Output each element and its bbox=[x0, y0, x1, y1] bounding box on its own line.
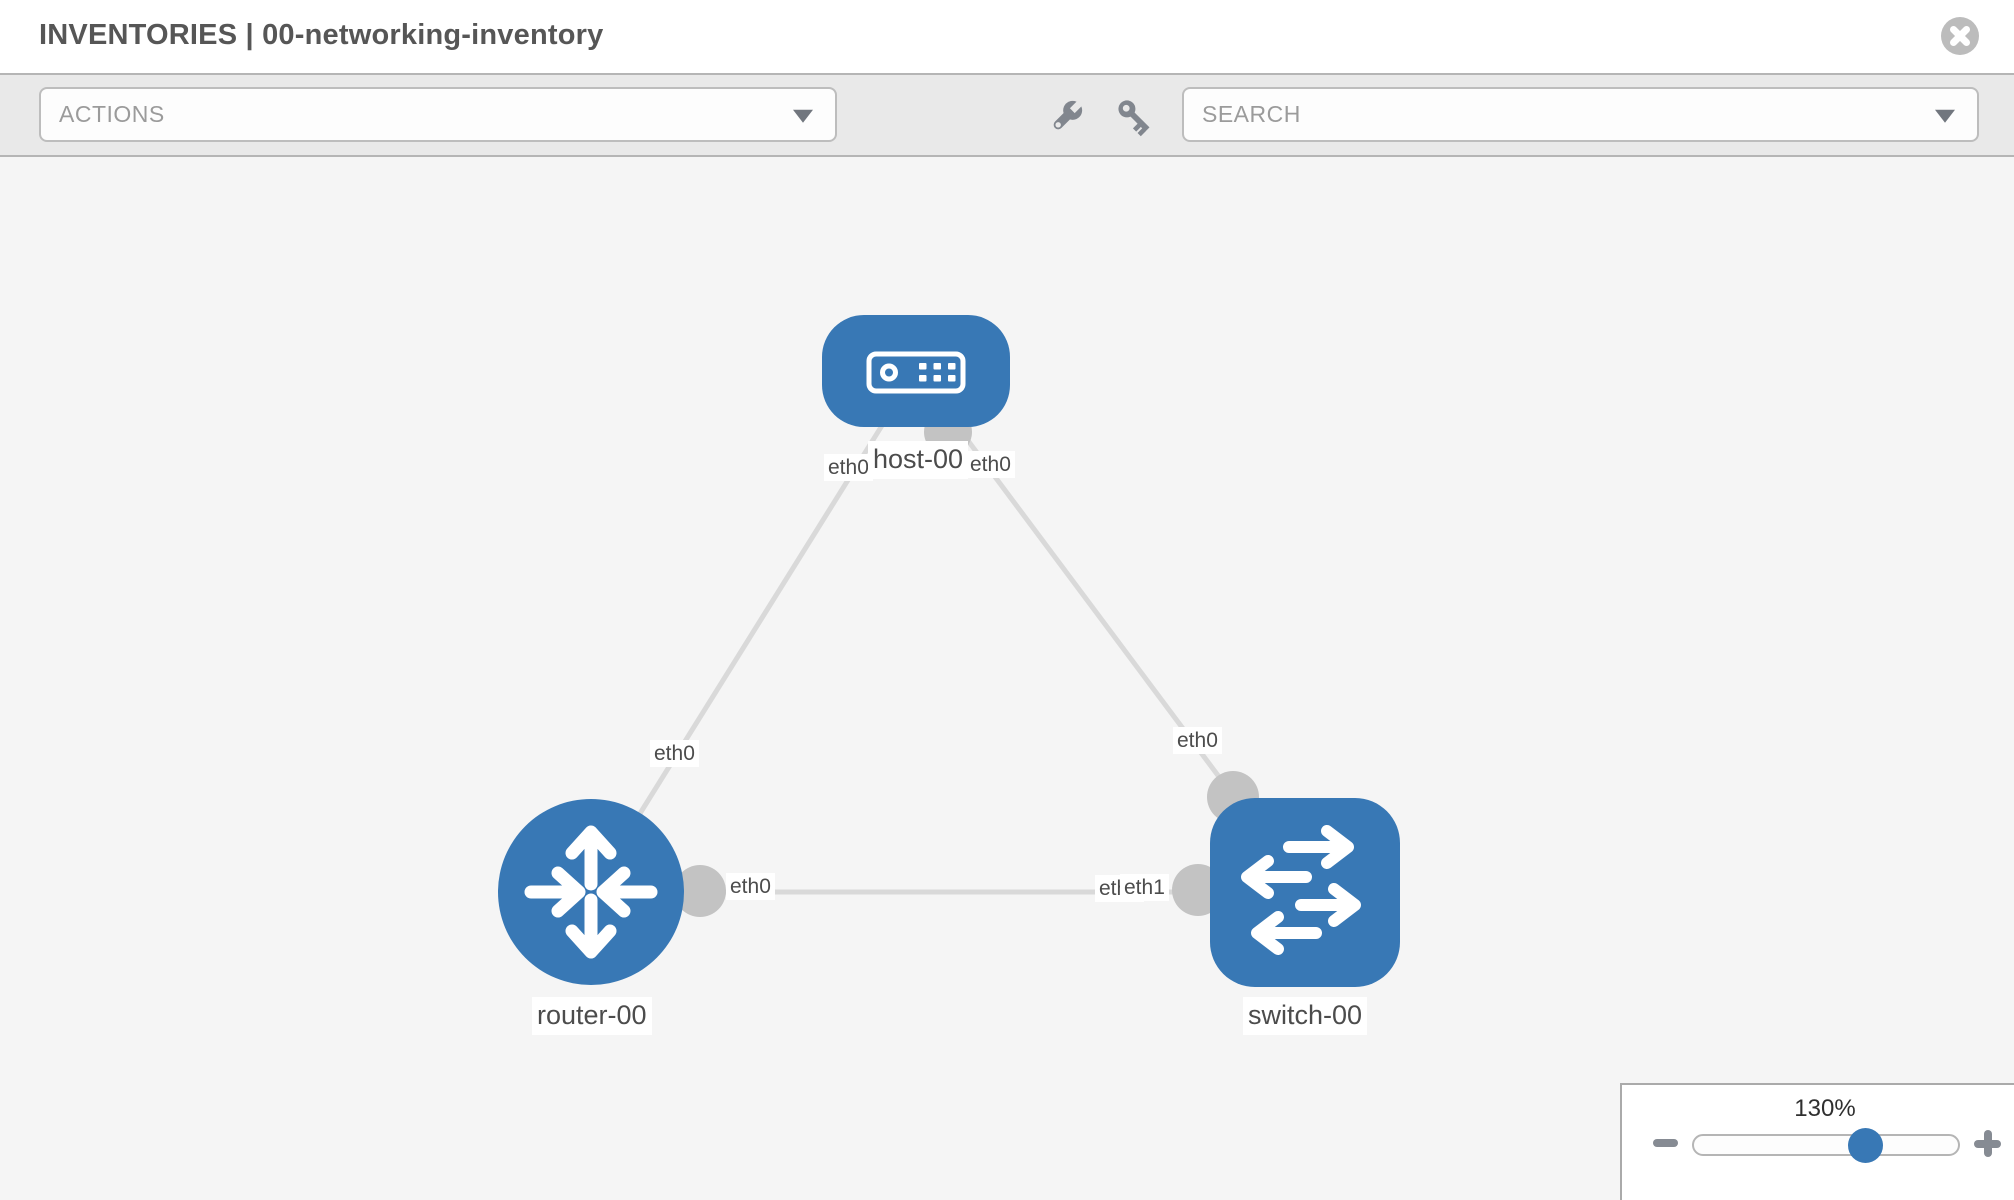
close-icon bbox=[1950, 26, 1970, 46]
iface-label: eth0 bbox=[726, 873, 775, 901]
search-dropdown-label: SEARCH bbox=[1202, 101, 1301, 127]
topology-graph bbox=[498, 315, 1400, 987]
iface-label: eth1 bbox=[1120, 874, 1169, 902]
node-label-host: host-00 bbox=[868, 441, 969, 479]
node-switch-00[interactable] bbox=[1210, 798, 1400, 987]
zoom-level: 130% bbox=[1794, 1095, 1856, 1122]
zoom-in-button[interactable] bbox=[1974, 1130, 2001, 1157]
interface-points bbox=[674, 408, 1259, 917]
iface-label: eth0 bbox=[650, 740, 699, 768]
topology-canvas[interactable]: eth0 eth0 eth0 eth0 eth1 eth0 host-00 et… bbox=[0, 157, 2014, 1200]
search-dropdown[interactable]: SEARCH bbox=[1182, 87, 1979, 142]
iface-label: eth0 bbox=[1173, 727, 1222, 755]
node-label-switch: switch-00 bbox=[1243, 997, 1368, 1035]
switch-icon bbox=[1241, 825, 1361, 955]
page-title: INVENTORIES | 00-networking-inventory bbox=[39, 19, 604, 51]
host-icon bbox=[866, 351, 966, 394]
configure-button[interactable] bbox=[1045, 94, 1089, 138]
interface-point-router[interactable] bbox=[674, 865, 726, 917]
wrench-icon bbox=[1053, 98, 1085, 130]
toolbar: ACTIONS bbox=[0, 73, 2014, 157]
zoom-slider-track[interactable] bbox=[1692, 1134, 1960, 1156]
close-button[interactable] bbox=[1941, 17, 1979, 55]
node-label-router: router-00 bbox=[532, 997, 652, 1035]
zoom-panel: 130% bbox=[1620, 1083, 2014, 1200]
actions-dropdown[interactable]: ACTIONS bbox=[39, 87, 837, 142]
zoom-out-button[interactable] bbox=[1653, 1139, 1678, 1147]
iface-label: eth0 bbox=[824, 454, 873, 482]
zoom-slider-handle[interactable] bbox=[1848, 1128, 1883, 1163]
key-icon bbox=[1118, 100, 1150, 137]
iface-label: eth0 bbox=[966, 451, 1015, 479]
actions-dropdown-label: ACTIONS bbox=[59, 101, 165, 127]
node-router-00[interactable] bbox=[498, 799, 684, 985]
node-host-00[interactable] bbox=[822, 315, 1010, 427]
chevron-down-icon bbox=[1935, 109, 1955, 123]
router-icon bbox=[524, 825, 658, 959]
header: INVENTORIES | 00-networking-inventory bbox=[0, 0, 2014, 73]
chevron-down-icon bbox=[793, 109, 813, 123]
plus-icon bbox=[1984, 1130, 1992, 1157]
credentials-button[interactable] bbox=[1112, 94, 1156, 138]
